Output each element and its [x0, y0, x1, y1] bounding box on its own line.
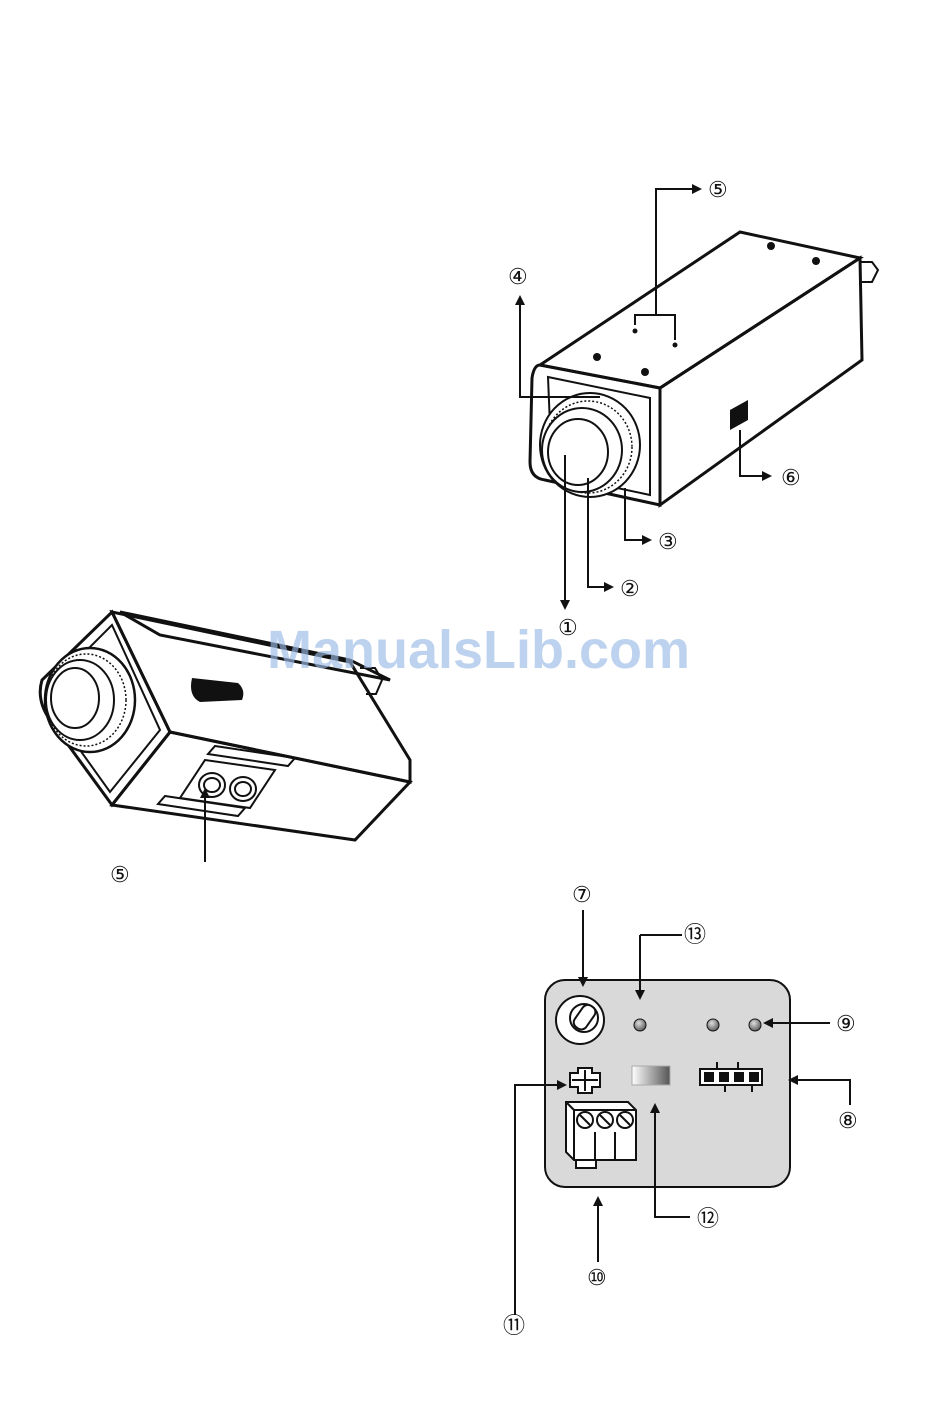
callout-5-top: ⑤	[708, 178, 728, 203]
led-indicator-9	[749, 1019, 761, 1031]
led-indicator-a	[707, 1019, 719, 1031]
callout-4: ④	[508, 265, 528, 290]
knob-icon	[556, 996, 604, 1044]
switch-icon	[632, 1066, 670, 1085]
watermark-text: ManualsLib.com	[267, 620, 690, 680]
led-indicator-13	[634, 1019, 646, 1031]
callout-3: ③	[658, 530, 678, 555]
callout-6: ⑥	[781, 466, 801, 491]
callout-12: ⑫	[697, 1207, 719, 1232]
callout-7: ⑦	[572, 883, 592, 908]
callout-2: ②	[620, 577, 640, 602]
camera-front-illustration	[530, 232, 878, 505]
callout-9: ⑨	[836, 1012, 856, 1037]
terminal-block-icon	[566, 1102, 636, 1168]
rear-panel	[545, 980, 790, 1187]
callout-lines-front	[520, 189, 770, 608]
callout-8: ⑧	[838, 1109, 858, 1134]
callout-5-bottom: ⑤	[110, 863, 130, 888]
callout-10: ⑩	[587, 1266, 607, 1291]
callout-11: ⑪	[503, 1314, 525, 1339]
callout-13: ⑬	[684, 923, 706, 948]
